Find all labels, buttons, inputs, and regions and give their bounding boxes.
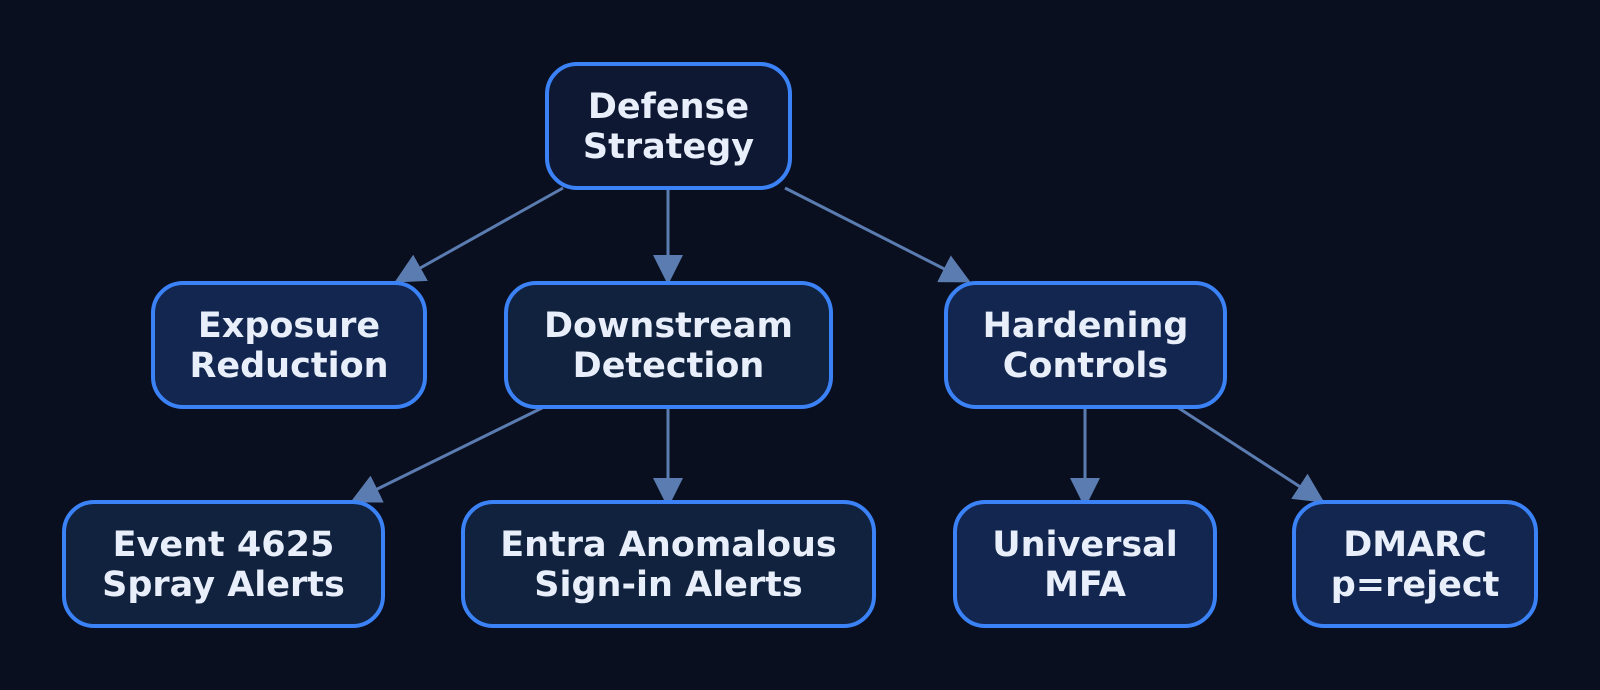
node-label-line: Downstream (544, 306, 793, 346)
node-label-line: Controls (1003, 346, 1169, 386)
node-label-line: Hardening (983, 306, 1189, 346)
node-label-line: Exposure (198, 306, 380, 346)
node-label-line: Defense (588, 87, 749, 127)
edge-defense-strategy-to-exposure-reduction (394, 186, 564, 283)
node-box-event-4625-spray-alerts (62, 500, 385, 628)
node-label-line: Spray Alerts (102, 565, 345, 605)
node-box-universal-mfa (953, 500, 1217, 628)
node-box-defense-strategy (545, 62, 792, 190)
edge-defense-strategy-to-hardening-controls (784, 186, 971, 283)
node-label-line: DMARC (1343, 525, 1487, 565)
node-box-dmarc-p-reject (1292, 500, 1538, 628)
edge-hardening-controls-to-dmarc-p-reject (1176, 405, 1325, 503)
edge-downstream-detection-to-event-4625-spray-alerts (350, 405, 545, 503)
node-label-line: Strategy (583, 127, 754, 167)
node-box-exposure-reduction (151, 281, 427, 409)
node-label-line: Universal (992, 525, 1178, 565)
node-label-line: Detection (573, 346, 765, 386)
node-label-line: MFA (1044, 565, 1126, 605)
node-label-line: Event 4625 (113, 525, 335, 565)
node-box-entra-anomalous-sign-in-alerts (461, 500, 876, 628)
node-box-downstream-detection (504, 281, 833, 409)
node-box-hardening-controls (944, 281, 1227, 409)
node-label-line: Reduction (189, 346, 388, 386)
node-label-line: Entra Anomalous (500, 525, 837, 565)
edges-layer (350, 186, 1325, 508)
node-label-line: p=reject (1331, 565, 1500, 605)
node-label-line: Sign-in Alerts (534, 565, 802, 605)
